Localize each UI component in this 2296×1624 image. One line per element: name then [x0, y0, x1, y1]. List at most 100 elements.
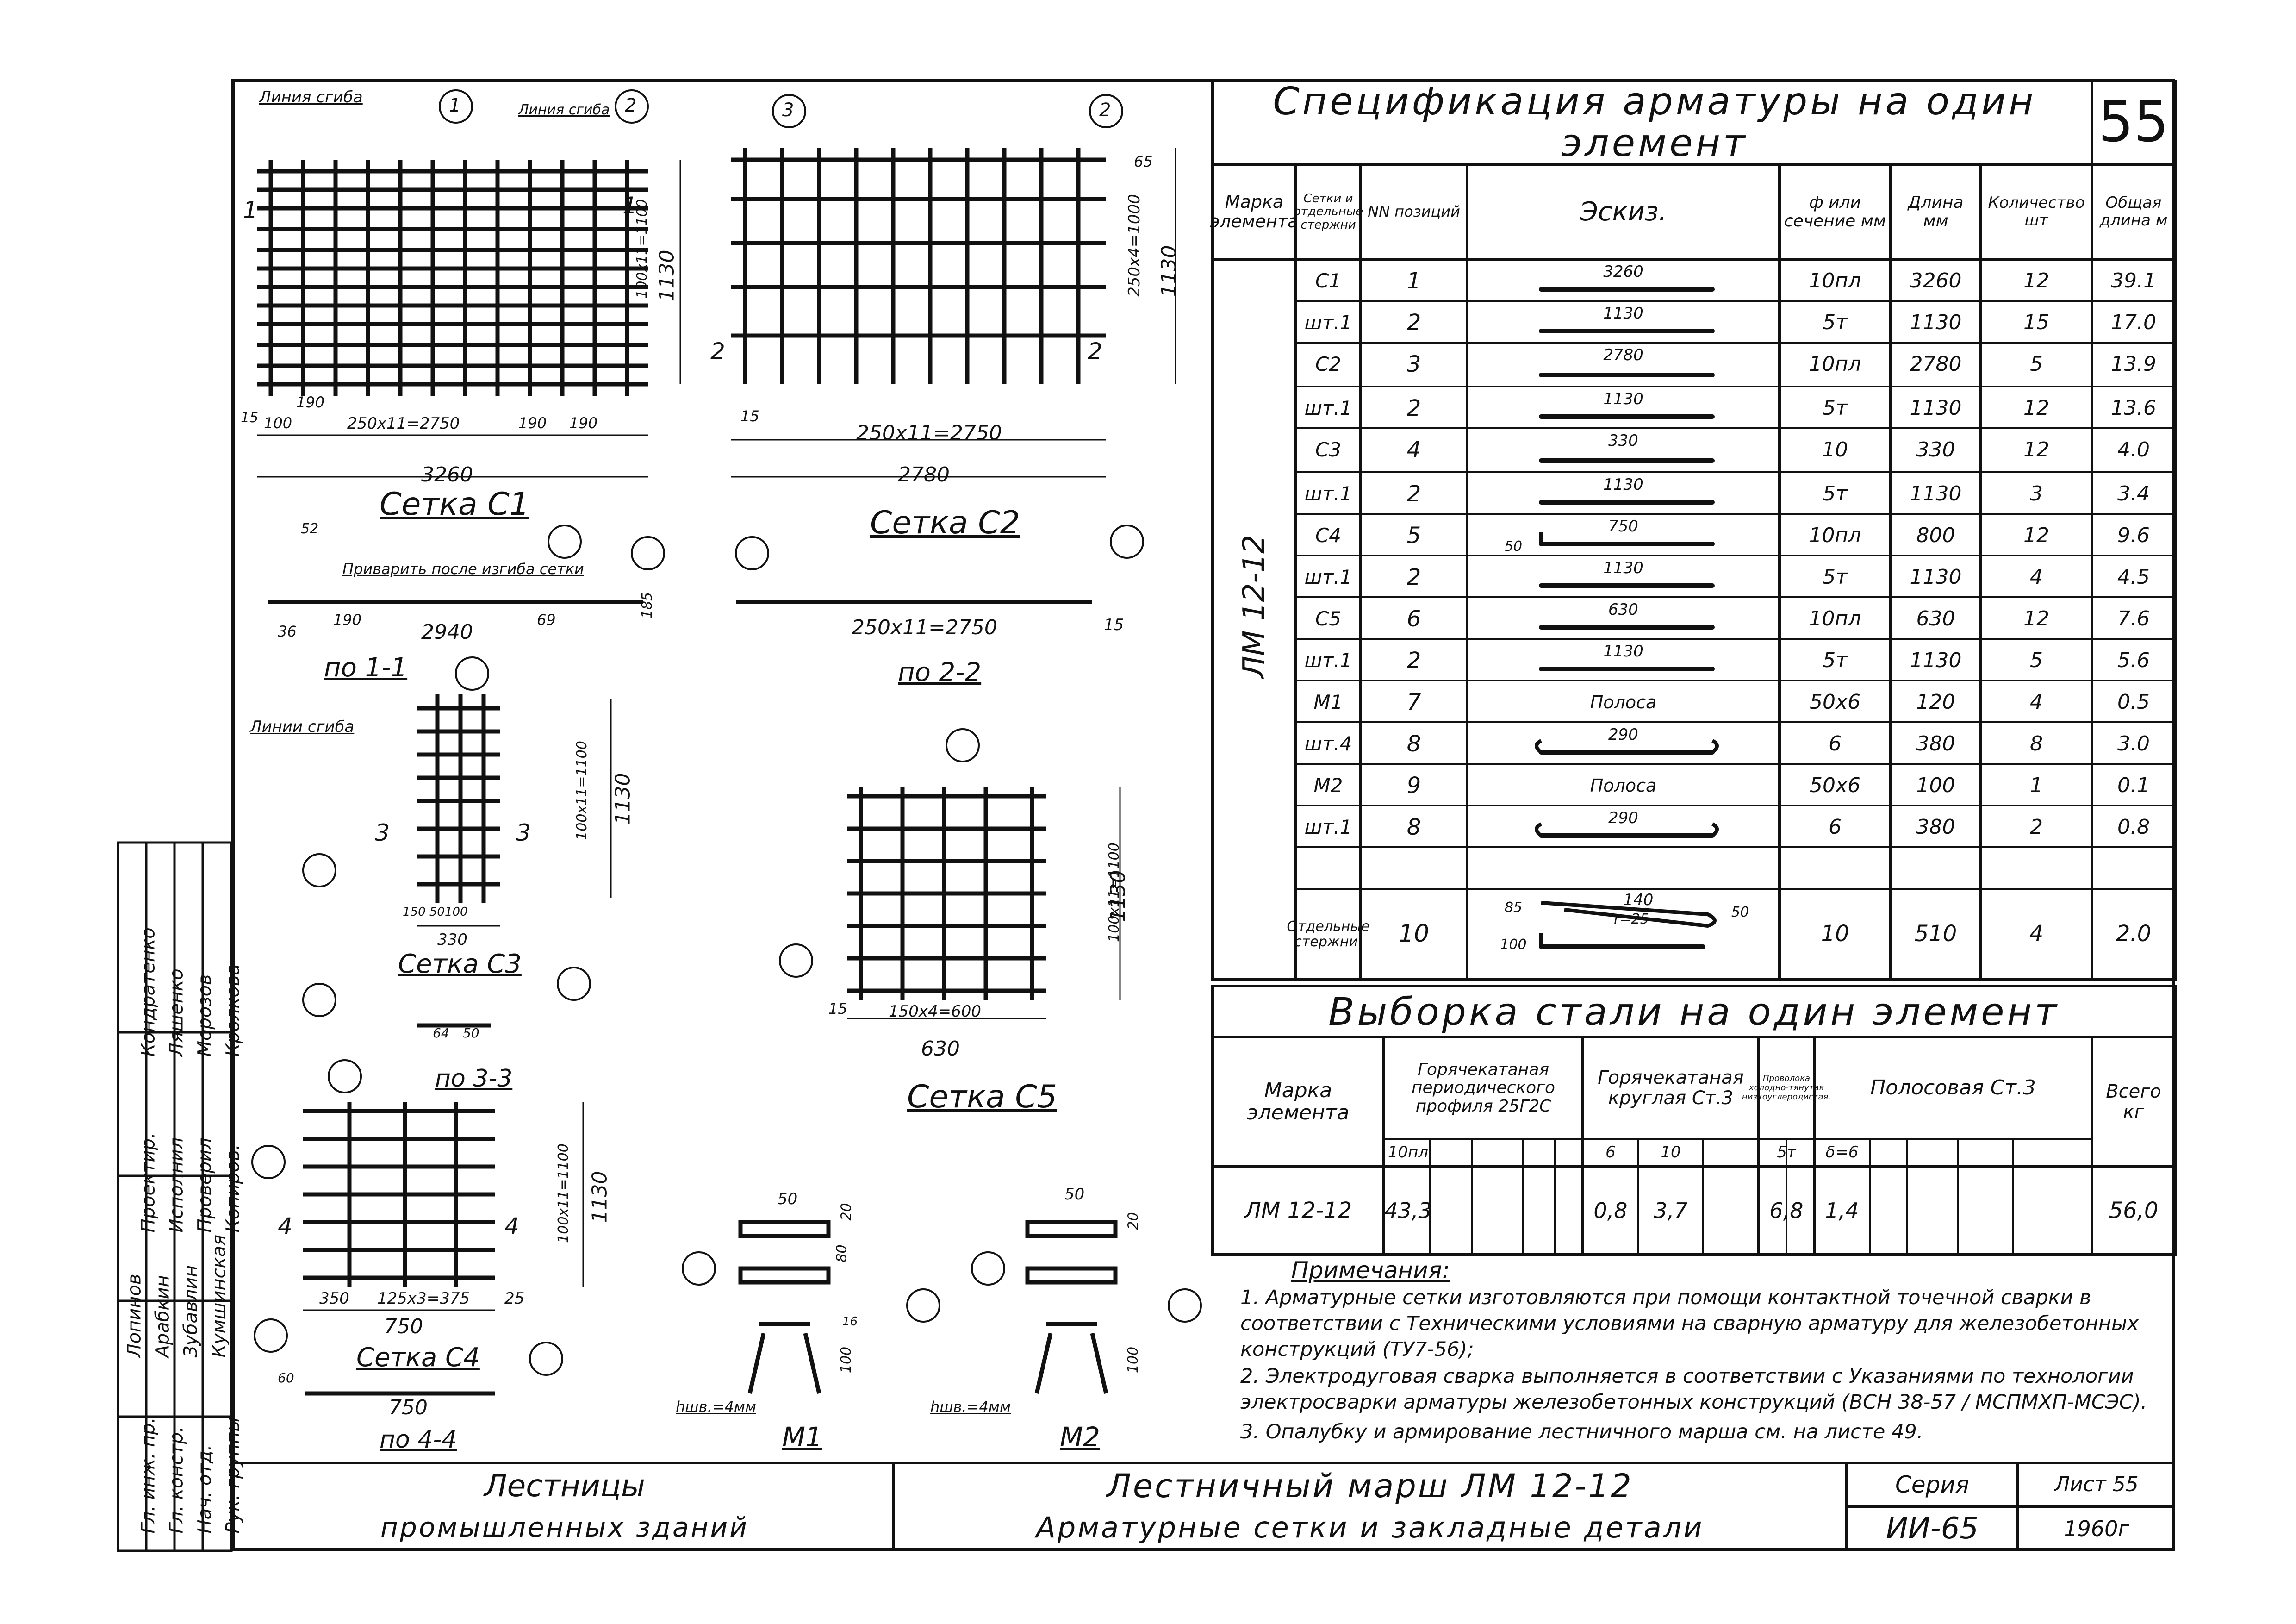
spec-sketch-dim: 140	[1623, 891, 1654, 910]
caption-c5: Сетка С5	[907, 1079, 1058, 1115]
spec-cell-qty: 12	[2023, 607, 2049, 631]
c3-dim-w: 330	[437, 931, 467, 949]
spec-cell-len: 380	[1916, 815, 1955, 839]
spec-header-nn: NN позиций	[1368, 202, 1460, 220]
m1-d50: 50	[778, 1190, 798, 1208]
m2-d20: 20	[1125, 1212, 1142, 1230]
spec-header-obsh: Общая длина м	[2099, 194, 2168, 230]
titleblock-mid1: Лестничный марш ЛМ 12-12	[1107, 1467, 1633, 1505]
steel-header-marka: Марка элемента	[1247, 1078, 1350, 1124]
spec-cell-group: шт.1	[1304, 816, 1352, 839]
c5-d15: 15	[828, 1000, 847, 1018]
spec-cell-group: Отдельные стержни.	[1287, 918, 1370, 950]
spec-cell-len: 630	[1916, 607, 1955, 631]
spec-cell-phi: 6	[1829, 815, 1842, 839]
spec-cell-pos: 1	[1406, 268, 1421, 294]
s33-d50: 50	[463, 1025, 479, 1041]
note-2: 2. Электродуговая сварка выполняется в с…	[1240, 1365, 2147, 1414]
s44-dim: 750	[389, 1396, 428, 1419]
caption-s22: по 2-2	[898, 657, 982, 687]
spec-cell-phi: 10пл	[1809, 352, 1861, 376]
spec-cell-len: 1130	[1910, 311, 1962, 335]
spec-cell-qty: 5	[2030, 352, 2043, 376]
c2-d15: 15	[740, 407, 759, 425]
spec-sketch-dim: 85	[1504, 899, 1523, 916]
spec-sketch-dim: r=25	[1614, 911, 1649, 927]
c4-dim-main: 125х3=375	[377, 1289, 470, 1308]
caption-s11: по 1-1	[324, 653, 408, 683]
spec-cell-group: шт.1	[1304, 566, 1352, 589]
spec-cell-phi: 10пл	[1809, 269, 1861, 293]
spec-cell-len: 1130	[1910, 482, 1962, 506]
spec-cell-total: 3.4	[2117, 482, 2150, 506]
steel-row-v1: 43,3	[1384, 1198, 1432, 1223]
c1-bend-right: Линия сгиба	[518, 102, 610, 118]
c1-d100: 100	[264, 414, 292, 432]
c3-dim-h: 100х11=1100	[573, 741, 590, 840]
spec-cell-qty: 4	[2030, 690, 2043, 714]
spec-cell-sketch: Полоса	[1590, 775, 1657, 796]
spec-header-dlina: Длина мм	[1908, 193, 1964, 231]
spec-cell-qty: 2	[2030, 815, 2043, 839]
caption-m1: М1	[782, 1421, 822, 1453]
spec-cell-phi: 5т	[1823, 482, 1848, 506]
spec-cell-pos: 9	[1406, 773, 1421, 799]
s11-d185: 185	[639, 592, 656, 619]
spec-sketch-dim: 50	[1504, 538, 1523, 555]
c2-dim-h2: 1130	[1157, 245, 1181, 297]
spec-cell-qty: 12	[2023, 524, 2049, 548]
spec-cell-qty: 12	[2023, 438, 2049, 462]
note-1: 1. Арматурные сетки изготовляются при по…	[1240, 1286, 2139, 1361]
spec-cell-group: шт.1	[1304, 649, 1352, 672]
spec-cell-pos: 2	[1406, 481, 1421, 507]
spec-cell-group: шт.1	[1304, 397, 1352, 420]
m1-weld: hшв.=4мм	[676, 1398, 757, 1416]
spec-cell-sketch: 1130	[1603, 475, 1643, 494]
titleblock-seria-label: Серия	[1895, 1471, 1969, 1498]
c5-dim-main: 150х4=600	[889, 1002, 982, 1021]
spec-cell-phi: 50х6	[1809, 690, 1861, 714]
c3-dim-h2: 1130	[611, 773, 635, 825]
spec-cell-total: 9.6	[2117, 524, 2150, 548]
s11-d190: 190	[333, 611, 362, 629]
spec-cell-pos: 10	[1398, 919, 1430, 948]
c1-callout-2: 2	[625, 95, 637, 116]
spec-cell-group: С2	[1315, 353, 1342, 376]
spec-cell-sketch: 750	[1608, 517, 1638, 536]
spec-cell-sketch: 330	[1608, 431, 1638, 450]
c2-callout-2: 2	[1099, 100, 1111, 121]
spec-cell-pos: 2	[1406, 310, 1421, 336]
c4-d350: 350	[319, 1289, 349, 1308]
steel-sub-delta: δ=6	[1825, 1143, 1859, 1162]
steel-sub-10pl: 10пл	[1388, 1143, 1429, 1162]
spec-cell-group: С1	[1315, 269, 1342, 293]
spec-cell-qty: 12	[2023, 396, 2049, 420]
spec-cell-phi: 5т	[1823, 311, 1848, 335]
c1-d190a: 190	[296, 394, 325, 411]
spec-header-marka: Марка элемента	[1210, 191, 1299, 231]
c1-sec-left: 1	[243, 197, 258, 224]
steel-sub-5t: 5т	[1777, 1143, 1796, 1162]
steel-row-v3: 3,7	[1654, 1198, 1688, 1223]
steel-row-total: 56,0	[2109, 1197, 2159, 1224]
c1-callout-1: 1	[449, 95, 461, 116]
spec-cell-total: 3.0	[2117, 732, 2150, 756]
s11-d36: 36	[278, 623, 297, 640]
sheet-number: 55	[2098, 90, 2169, 155]
titleblock-left1: Лестницы	[484, 1468, 646, 1504]
spec-cell-total: 13.6	[2111, 396, 2156, 420]
spec-cell-len: 100	[1916, 774, 1955, 798]
c5-dim-w: 630	[921, 1037, 960, 1061]
spec-cell-sketch: 2780	[1603, 345, 1643, 364]
spec-cell-qty: 3	[2030, 482, 2043, 506]
spec-cell-group: С4	[1315, 524, 1342, 547]
spec-cell-sketch: 1130	[1603, 642, 1643, 661]
spec-cell-pos: 4	[1406, 437, 1421, 463]
s11-d69: 69	[537, 611, 556, 629]
c1-sec-right: 1	[622, 192, 637, 219]
spec-cell-sketch: 1130	[1603, 389, 1643, 408]
c3-sec-left: 3	[375, 819, 390, 846]
m1-d20: 20	[838, 1203, 855, 1221]
spec-cell-sketch: 3260	[1603, 262, 1643, 281]
